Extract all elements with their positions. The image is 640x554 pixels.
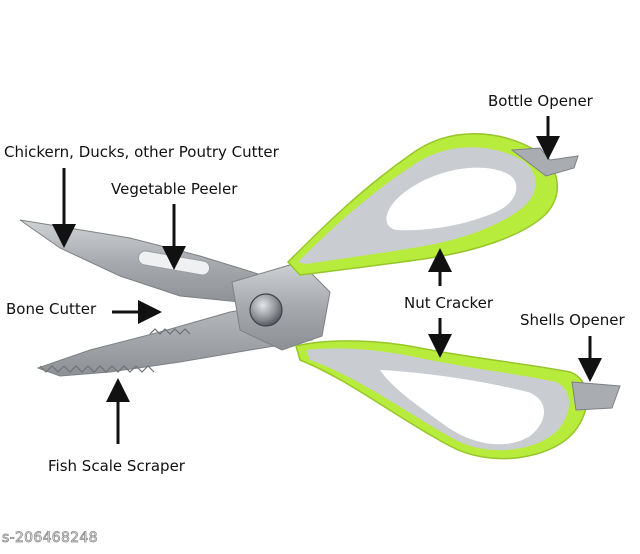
lower-handle-hole: [380, 370, 544, 445]
bone-cutter-teeth: [149, 328, 191, 335]
label-shells-opener: Shells Opener: [520, 311, 625, 329]
pivot-screw: [249, 293, 283, 327]
serrated-edge: [39, 365, 155, 373]
label-vegetable-peeler: Vegetable Peeler: [111, 180, 238, 198]
watermark-id: s-206468248: [2, 530, 98, 547]
label-bottle-opener: Bottle Opener: [488, 92, 593, 110]
shells-opener-tip: [571, 381, 621, 411]
label-poultry-cutter: Chickern, Ducks, other Poutry Cutter: [4, 143, 279, 161]
label-fish-scale-scraper: Fish Scale Scraper: [48, 457, 185, 475]
upper-handle-hole: [386, 167, 517, 231]
label-bone-cutter: Bone Cutter: [6, 300, 97, 318]
label-nut-cracker: Nut Cracker: [404, 294, 494, 312]
